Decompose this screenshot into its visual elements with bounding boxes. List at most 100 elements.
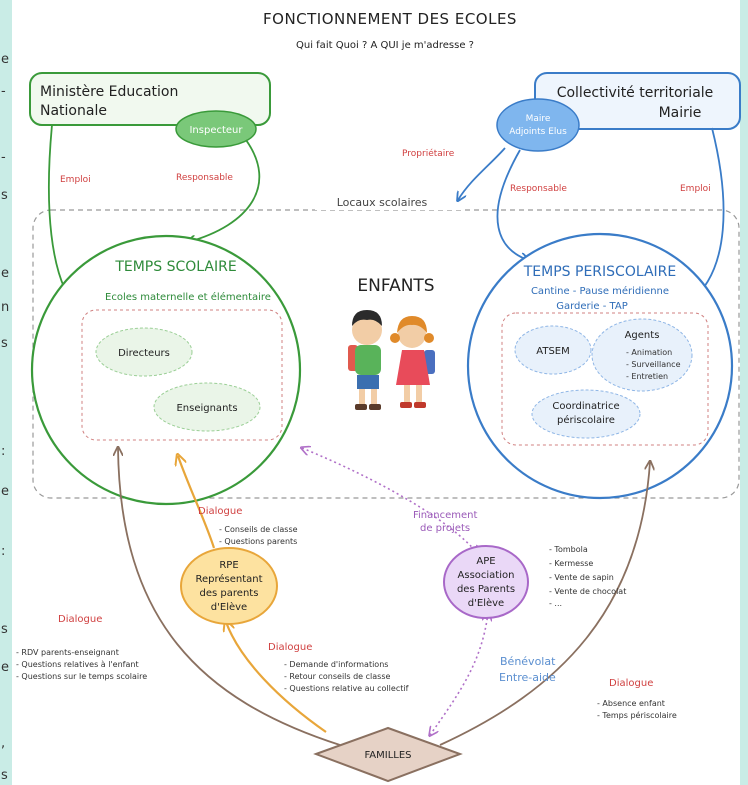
boy-leg-right — [371, 389, 377, 405]
arrow-ape-scolaire — [302, 448, 478, 554]
diagram-subtitle: Qui fait Quoi ? A QUI je m'adresse ? — [296, 40, 474, 51]
ape-item: - Vente de chocolat — [549, 587, 626, 596]
dialogue-right-item: - Temps périscolaire — [597, 710, 677, 720]
arrow-responsable-left — [188, 139, 261, 242]
side-char: - — [1, 84, 6, 99]
dialogue-right-item: - Absence enfant — [597, 699, 665, 708]
atsem-label: ATSEM — [536, 346, 569, 357]
coordinatrice-node — [531, 389, 641, 439]
agents-label: Agents — [625, 330, 660, 341]
ape-line1: APE — [476, 556, 495, 567]
dialogue-rpe-label: Dialogue — [198, 506, 242, 517]
girl-pigtail-left — [390, 333, 400, 343]
side-char: e — [1, 660, 9, 675]
coordinatrice-line2: périscolaire — [557, 414, 615, 426]
label-responsable-left: Responsable — [176, 173, 233, 183]
agents-node — [591, 318, 693, 392]
ape-line3: des Parents — [457, 584, 515, 595]
rpe-line2: Représentant — [195, 573, 262, 585]
girl-shoe-right — [414, 402, 426, 408]
dialogue-rpe-item: - Questions parents — [219, 537, 297, 546]
atsem-node — [514, 325, 592, 375]
rpe-node — [180, 547, 278, 625]
directeurs-node — [95, 327, 193, 377]
familles-node — [313, 726, 463, 783]
dialogue-mid-item: - Demande d'informations — [284, 660, 388, 669]
enseignants-label: Enseignants — [176, 403, 237, 414]
agents-item: - Animation — [626, 348, 672, 357]
arrow-responsable-right — [496, 149, 528, 260]
directeurs-label: Directeurs — [118, 348, 170, 359]
maire-node — [496, 98, 580, 152]
girl-leg-right — [416, 385, 422, 403]
side-char: : — [1, 544, 6, 559]
ministere-line1: Ministère Education — [40, 84, 178, 100]
arrow-proprietaire — [458, 147, 506, 200]
boy-shorts — [357, 375, 379, 389]
boy-leg-left — [359, 389, 365, 405]
side-char: n — [1, 300, 10, 315]
dialogue-right-label: Dialogue — [609, 678, 653, 689]
side-char: : — [1, 444, 6, 459]
girl-dress — [396, 350, 430, 385]
arrow-familles-scolaire — [118, 448, 341, 746]
maire-line2: Adjoints Elus — [509, 127, 567, 137]
benevolat-line1: Bénévolat — [500, 655, 556, 668]
boy-head — [352, 315, 382, 345]
label-proprietaire: Propriétaire — [402, 148, 455, 159]
enseignants-node — [153, 382, 261, 432]
dialogue-rpe-item: - Conseils de classe — [219, 525, 298, 534]
ape-node — [443, 545, 529, 619]
boy-shirt — [355, 345, 381, 375]
side-char: e — [1, 52, 9, 67]
ecoles-frame — [81, 309, 283, 441]
financement-line1: Financement — [413, 510, 477, 521]
temps-scolaire-subtitle: Ecoles maternelle et élémentaire — [105, 291, 271, 303]
boy-shoe-right — [369, 404, 381, 410]
girl-leg-left — [404, 385, 410, 403]
dialogue-mid-item: - Questions relative au collectif — [284, 684, 409, 693]
side-char: s — [1, 188, 8, 203]
arrow-familles-rpe — [226, 622, 327, 733]
dialogue-left-item: - Questions sur le temps scolaire — [16, 672, 147, 681]
side-char: , — [1, 736, 6, 751]
label-responsable-right: Responsable — [510, 184, 567, 194]
cropped-side-text: e - - s e n s : e : s e , s — [0, 0, 10, 785]
side-char: - — [1, 150, 6, 165]
ape-item: - Tombola — [549, 545, 588, 554]
periscolaire-sub1: Cantine - Pause méridienne — [531, 285, 669, 297]
familles-label: FAMILLES — [364, 750, 411, 761]
temps-periscolaire-title: TEMPS PERISCOLAIRE — [523, 264, 676, 280]
agents-item: - Entretien — [626, 372, 668, 381]
benevolat-line2: Entre-aide — [499, 671, 556, 684]
side-char: s — [1, 336, 8, 351]
children-illustration — [348, 310, 435, 410]
locaux-label: Locaux scolaires — [337, 196, 428, 209]
dialogue-left-item: - Questions relatives à l'enfant — [16, 660, 139, 669]
enfants-label: ENFANTS — [357, 276, 434, 296]
agents-item: - Surveillance — [626, 360, 681, 369]
arrow-ape-familles — [430, 613, 488, 735]
financement-line2: de projets — [420, 523, 470, 534]
girl-head — [398, 320, 426, 348]
ape-item: - ... — [549, 599, 562, 608]
girl-pigtail-right — [424, 333, 434, 343]
boy-hair — [352, 310, 382, 326]
maire-line1: Maire — [526, 114, 551, 124]
label-emploi-right: Emploi — [680, 184, 711, 194]
ministere-line2: Nationale — [40, 103, 107, 119]
temps-scolaire-title: TEMPS SCOLAIRE — [114, 259, 236, 275]
arrow-rpe-scolaire — [178, 456, 216, 549]
periscolaire-frame — [501, 312, 709, 446]
collectivite-line2: Mairie — [659, 105, 702, 121]
inspecteur-node — [175, 110, 257, 148]
girl-hair — [397, 316, 427, 333]
ape-item: - Vente de sapin — [549, 573, 614, 582]
inspecteur-label: Inspecteur — [189, 125, 243, 136]
dialogue-left-item: - RDV parents-enseignant — [16, 648, 119, 657]
periscolaire-sub2: Garderie - TAP — [556, 301, 628, 312]
ape-item: - Kermesse — [549, 559, 593, 568]
side-char: e — [1, 484, 9, 499]
